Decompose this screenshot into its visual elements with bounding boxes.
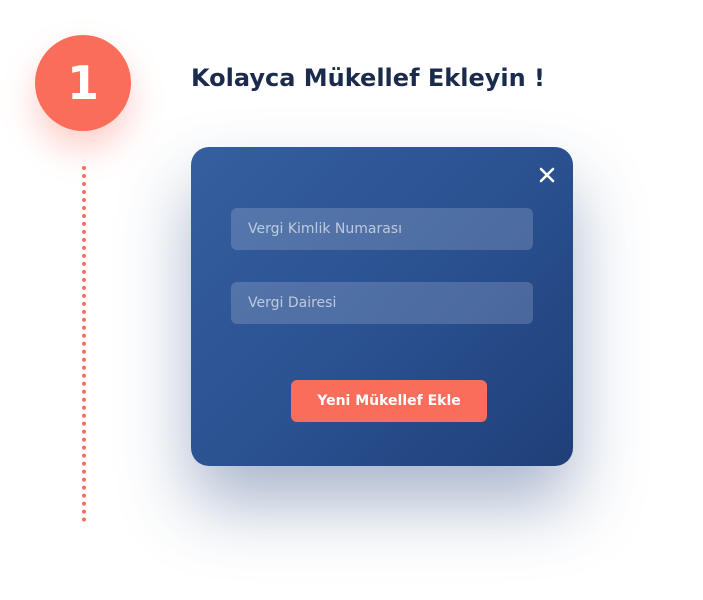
add-taxpayer-button[interactable]: Yeni Mükellef Ekle [291,380,487,422]
step-number-badge: 1 [35,35,131,131]
close-icon [539,167,555,183]
tax-office-input[interactable] [231,282,533,324]
step-connector-line [82,166,86,522]
step-number: 1 [66,56,99,110]
close-button[interactable] [535,163,559,187]
tax-id-input[interactable] [231,208,533,250]
add-taxpayer-modal: Yeni Mükellef Ekle [191,147,573,466]
step-title: Kolayca Mükellef Ekleyin ! [191,64,545,92]
